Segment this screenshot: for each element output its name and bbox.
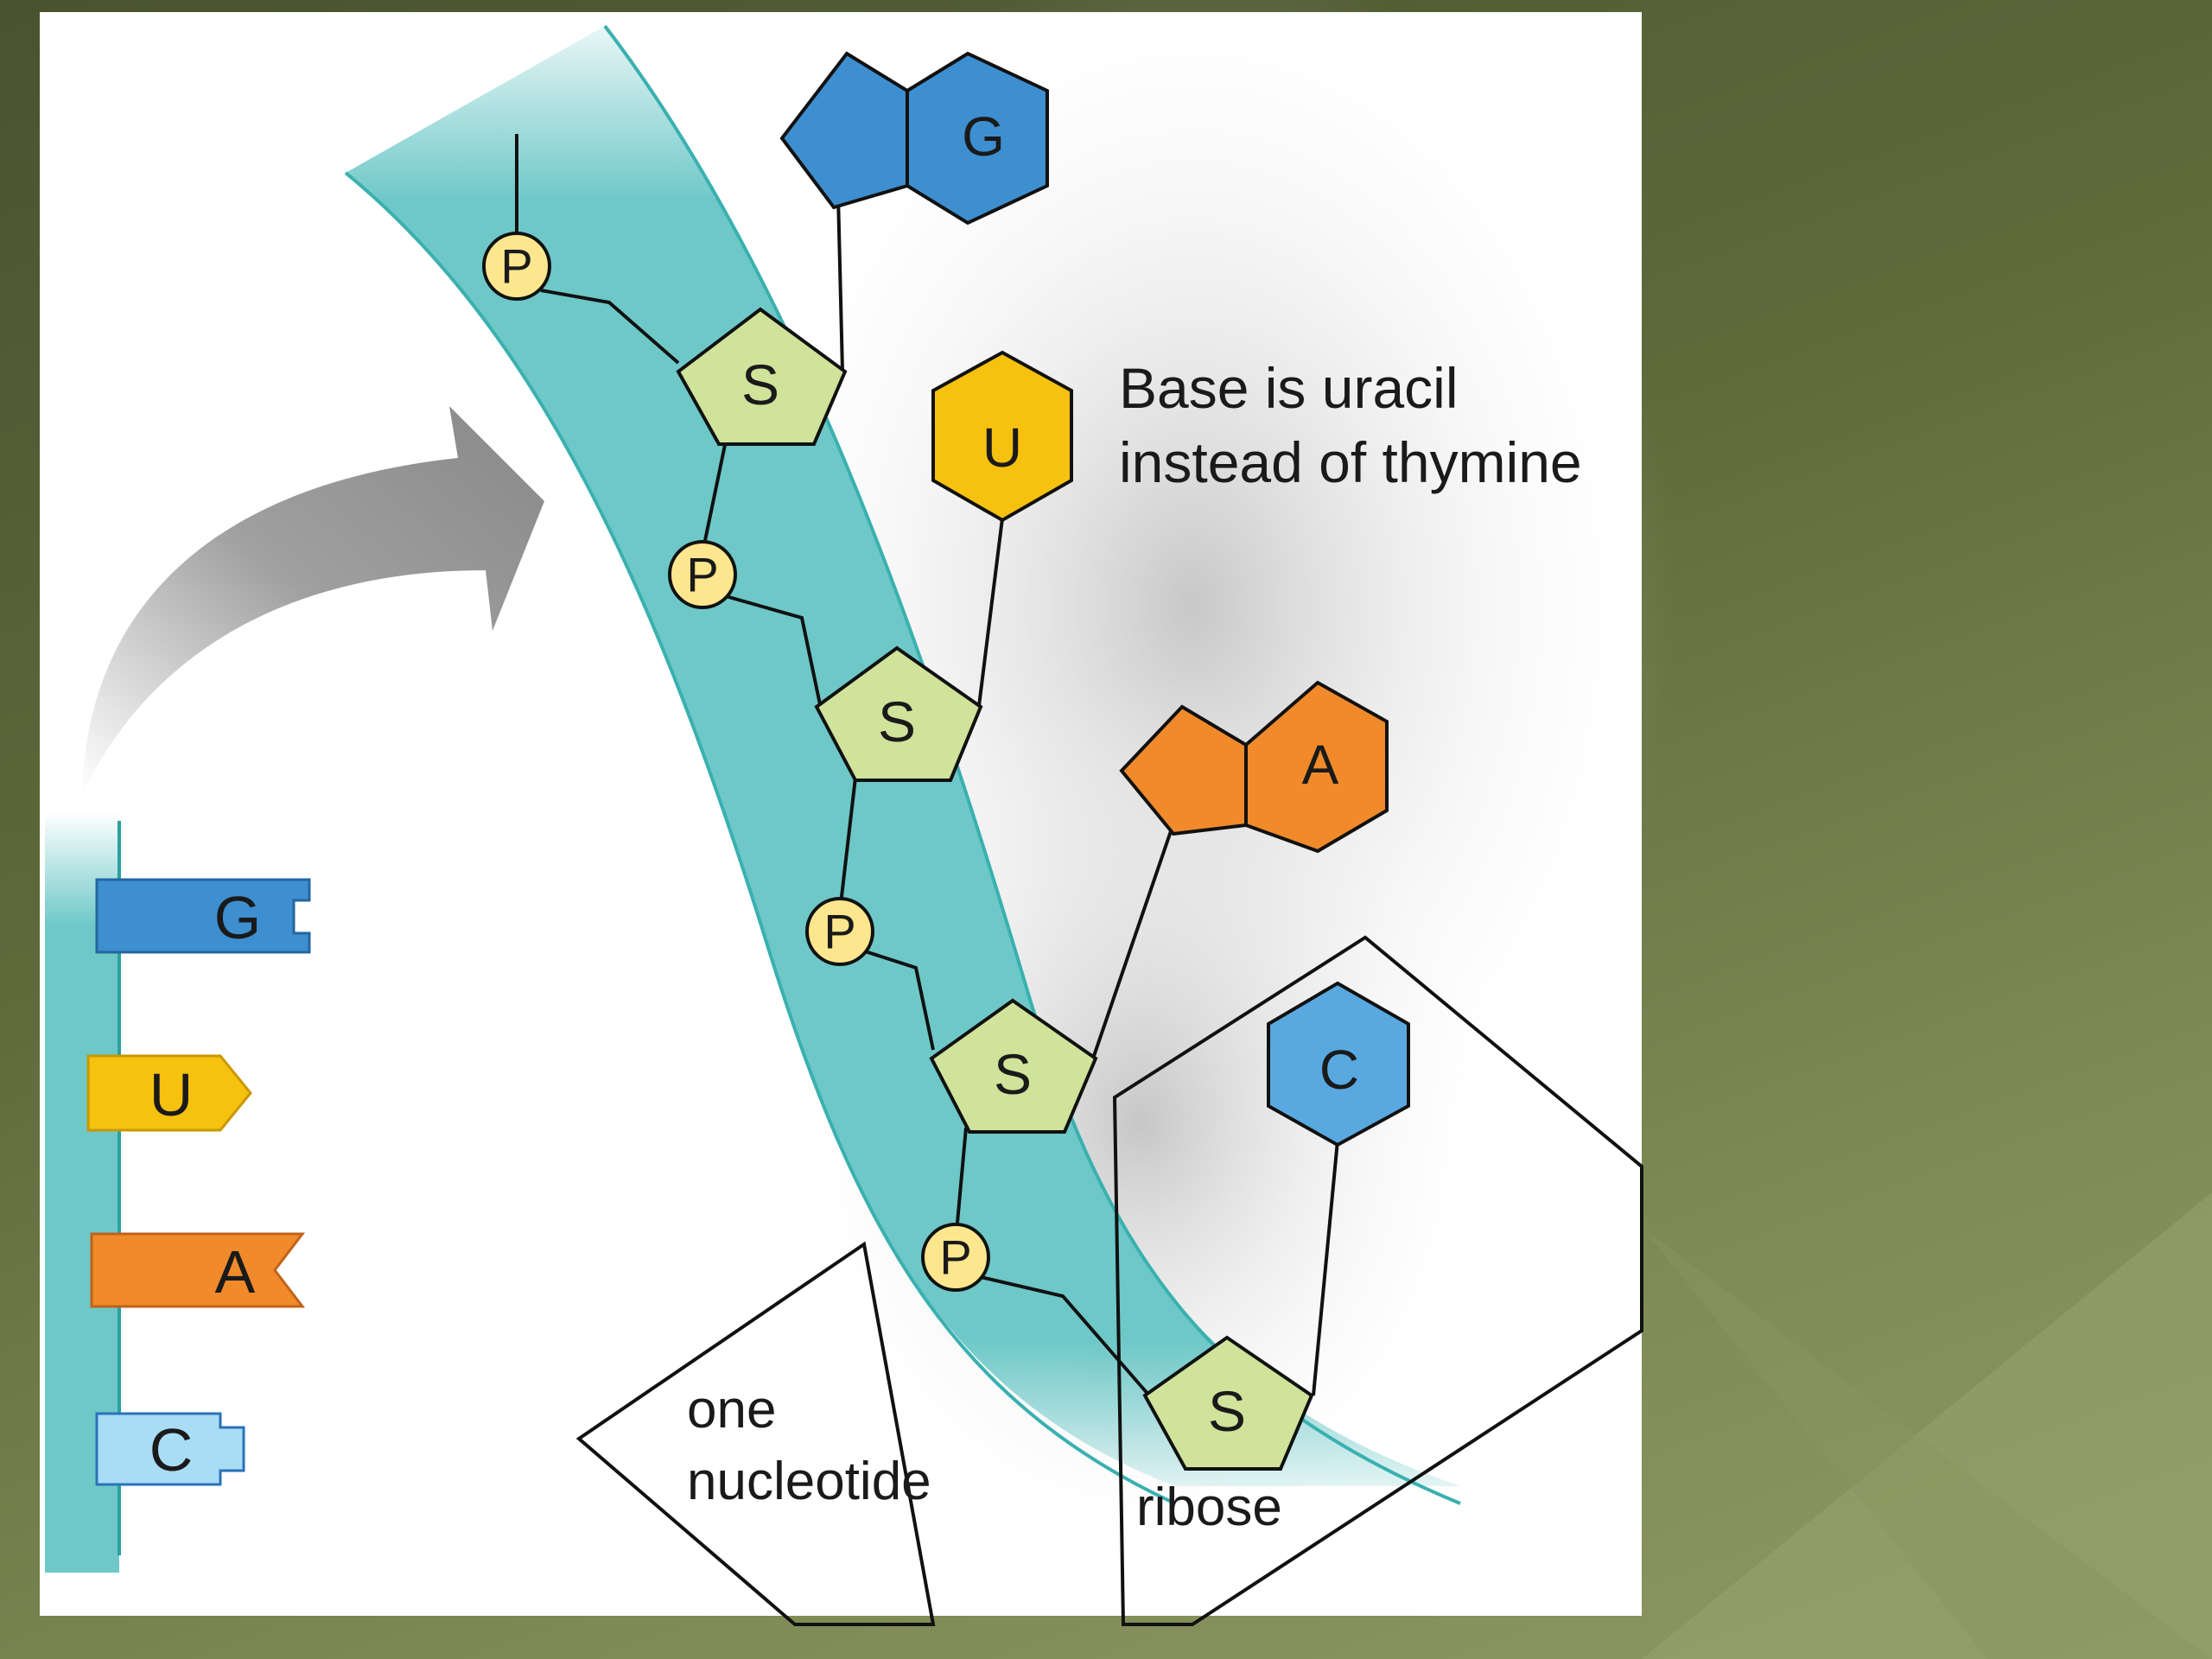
base-c-label: C bbox=[1319, 1039, 1359, 1101]
base-a-label: A bbox=[1302, 734, 1339, 796]
diagram-canvas: P P P P S S S S bbox=[45, 0, 1676, 1626]
phosphate-label: P bbox=[500, 239, 532, 294]
uracil-note-line-1: Base is uracil bbox=[1119, 356, 1459, 420]
key-uracil: U bbox=[86, 1054, 252, 1132]
sugar-label: S bbox=[994, 1042, 1032, 1106]
key-adenine: A bbox=[90, 1232, 306, 1308]
phosphate-4: P bbox=[921, 1223, 990, 1292]
key-u-label: U bbox=[149, 1061, 194, 1128]
base-cytosine: C bbox=[1267, 981, 1410, 1147]
curved-arrow-icon bbox=[82, 406, 544, 795]
key-c-label: C bbox=[149, 1416, 194, 1484]
sugar-label: S bbox=[878, 690, 916, 753]
nucleotide-box bbox=[575, 1241, 936, 1626]
sugar-2: S bbox=[814, 645, 983, 782]
sugar-4: S bbox=[1142, 1335, 1314, 1471]
base-g-label: G bbox=[962, 105, 1005, 168]
background-accent bbox=[1642, 1192, 2212, 1659]
uracil-note-line-2: instead of thymine bbox=[1119, 430, 1582, 494]
phosphate-1: P bbox=[482, 232, 551, 301]
sugar-label: S bbox=[1208, 1379, 1246, 1443]
ribose-label: ribose bbox=[1136, 1478, 1282, 1537]
sugar-1: S bbox=[676, 307, 848, 446]
nucleotide-label-line-1: one bbox=[687, 1380, 776, 1440]
background-accent bbox=[1642, 1227, 2212, 1659]
base-u-label: U bbox=[982, 416, 1022, 479]
base-adenine: A bbox=[1119, 680, 1389, 854]
phosphate-2: P bbox=[668, 540, 737, 609]
key-guanine: G bbox=[95, 878, 311, 954]
phosphate-label: P bbox=[823, 905, 855, 959]
sugar-label: S bbox=[741, 353, 779, 416]
phosphate-3: P bbox=[805, 897, 874, 966]
ribbon-edge bbox=[344, 171, 1176, 1505]
key-g-label: G bbox=[214, 884, 261, 951]
key-cytosine: C bbox=[95, 1412, 245, 1486]
backbone-bonds bbox=[515, 134, 1339, 1397]
key-a-label: A bbox=[215, 1238, 256, 1306]
phosphate-label: P bbox=[686, 548, 718, 602]
ribose-box bbox=[1112, 935, 1643, 1626]
phosphate-label: P bbox=[939, 1230, 971, 1285]
sugar-3: S bbox=[929, 998, 1098, 1134]
base-uracil: U bbox=[931, 350, 1073, 523]
base-guanine: G bbox=[779, 51, 1049, 226]
nucleotide-label-line-2: nucleotide bbox=[687, 1452, 931, 1511]
